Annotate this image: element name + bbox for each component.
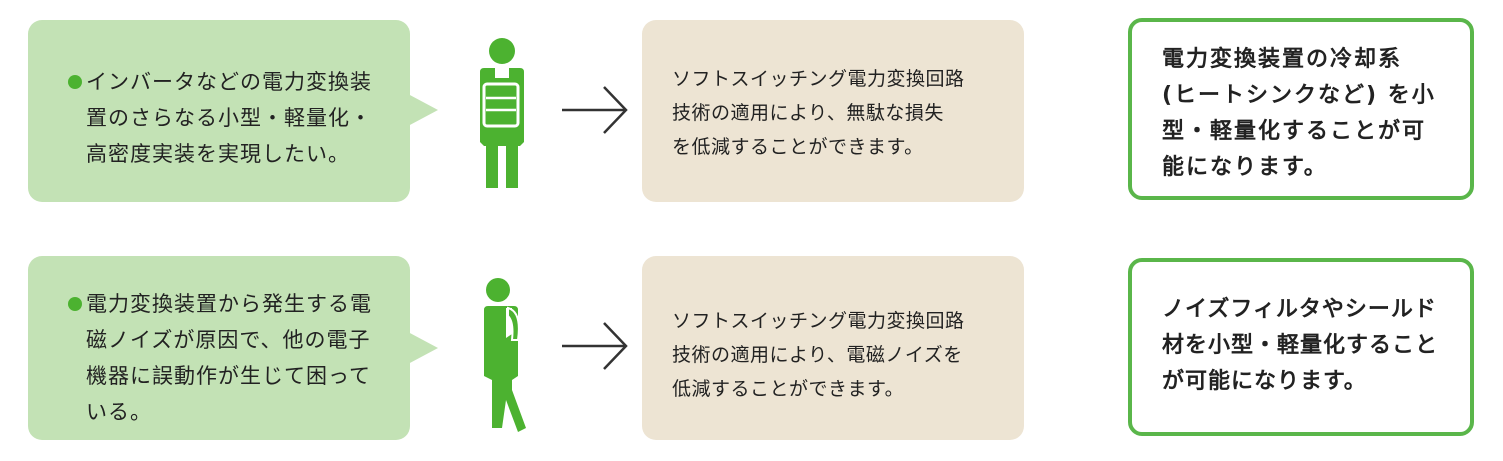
solution-text: ソフトスイッチング電力変換回路 技術の適用により、電磁ノイズを 低減することがで… [672,304,1004,406]
problem-text: 電力変換装置から発生する電 磁ノイズが原因で、他の電子 機器に誤動作が生じて困っ… [68,286,382,430]
person-thinking-icon [484,278,526,432]
result-box: 電力変換装置の冷却系 (ヒートシンクなど) を小 型・軽量化することが可 能にな… [1128,18,1474,200]
problem-bubble: 電力変換装置から発生する電 磁ノイズが原因で、他の電子 機器に誤動作が生じて困っ… [28,256,410,440]
solution-line: ソフトスイッチング電力変換回路 [672,68,965,90]
solution-line: 低減することができます。 [672,378,905,400]
problem-line: いる。 [86,400,152,424]
chevron-right-arrow-icon [562,322,628,370]
problem-line: インバータなどの電力変換装 [68,64,382,100]
chevron-right-arrow-icon [562,86,628,134]
problem-bubble: インバータなどの電力変換装 置のさらなる小型・軽量化・ 高密度実装を実現したい。 [28,20,410,202]
problem-line: 磁ノイズが原因で、他の電子 [86,328,371,352]
speech-bubble-tail [408,332,438,364]
solution-line: を低減することができます。 [672,136,924,158]
solution-box: ソフトスイッチング電力変換回路 技術の適用により、無駄な損失 を低減することがで… [642,20,1024,202]
person-holding-document-icon [480,38,524,188]
diagram-row-2: 電力変換装置から発生する電 磁ノイズが原因で、他の電子 機器に誤動作が生じて困っ… [0,232,1503,452]
result-box: ノイズフィルタやシールド 材を小型・軽量化すること が可能になります。 [1128,258,1474,436]
result-text: ノイズフィルタやシールド 材を小型・軽量化すること が可能になります。 [1162,292,1452,400]
problem-line-text: インバータなどの電力変換装 [86,70,372,94]
solution-line: ソフトスイッチング電力変換回路 [672,310,965,332]
solution-text: ソフトスイッチング電力変換回路 技術の適用により、無駄な損失 を低減することがで… [672,62,1004,164]
diagram-row-1: インバータなどの電力変換装 置のさらなる小型・軽量化・ 高密度実装を実現したい。… [0,0,1503,220]
bullet-icon [68,297,82,311]
solution-box: ソフトスイッチング電力変換回路 技術の適用により、電磁ノイズを 低減することがで… [642,256,1024,440]
problem-line: 置のさらなる小型・軽量化・ [86,106,372,130]
problem-line: 電力変換装置から発生する電 [68,286,382,322]
bullet-icon [68,75,82,89]
problem-line: 機器に誤動作が生じて困って [86,364,371,388]
solution-line: 技術の適用により、無駄な損失 [672,102,944,124]
result-line: が可能になります。 [1162,369,1367,394]
result-line: 材を小型・軽量化すること [1162,333,1439,358]
result-line: 型・軽量化することが可 [1162,119,1427,144]
result-line: 電力変換装置の冷却系 [1162,47,1403,72]
result-text: 電力変換装置の冷却系 (ヒートシンクなど) を小 型・軽量化することが可 能にな… [1162,42,1452,186]
speech-bubble-tail [408,94,438,126]
problem-line: 高密度実装を実現したい。 [86,142,350,166]
result-line: (ヒートシンクなど) を小 [1162,83,1436,108]
problem-line-text: 電力変換装置から発生する電 [86,292,372,316]
problem-text: インバータなどの電力変換装 置のさらなる小型・軽量化・ 高密度実装を実現したい。 [68,64,382,172]
result-line: ノイズフィルタやシールド [1162,297,1437,322]
result-line: 能になります。 [1162,155,1328,180]
solution-line: 技術の適用により、電磁ノイズを [672,344,963,366]
